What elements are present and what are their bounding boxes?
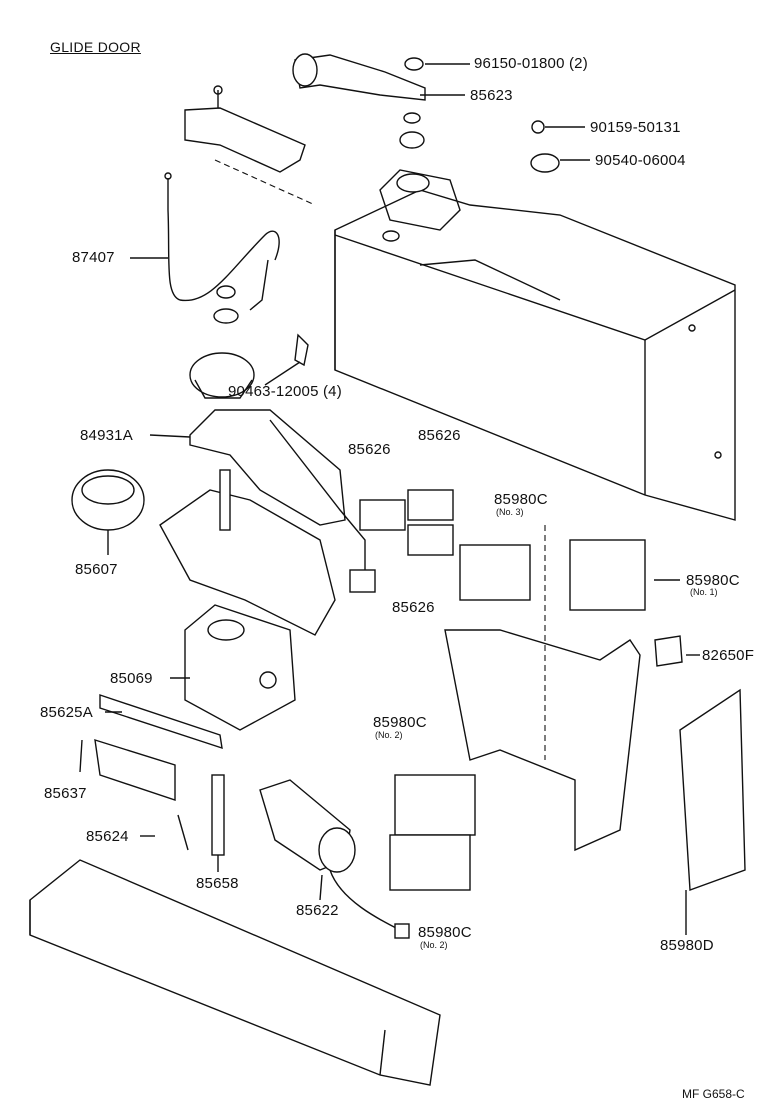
part-label-90159-50131: 90159-50131 <box>590 119 681 136</box>
washer <box>213 308 239 324</box>
part-label-85980C-no3: 85980C <box>494 491 548 508</box>
part-label-85980D: 85980D <box>660 937 714 954</box>
part-label-85980C-no2-a: 85980C <box>373 714 427 731</box>
part-label-85658: 85658 <box>196 875 239 892</box>
bracket-85637 <box>94 739 176 801</box>
part-note-no3: (No. 3) <box>496 507 524 517</box>
relay-85980C-no3 <box>459 544 531 601</box>
relay-blocks-85626 <box>359 489 454 556</box>
gear-85607 <box>71 469 145 531</box>
bottom-cover <box>29 859 441 1086</box>
grommet-90463 <box>294 333 309 367</box>
relay-mounting-bracket <box>444 525 641 852</box>
part-label-84931A: 84931A <box>80 427 133 444</box>
board-85980D <box>679 688 746 891</box>
part-note-no1: (No. 1) <box>690 587 718 597</box>
part-note-no2-b: (No. 2) <box>420 940 448 950</box>
part-note-no2-a: (No. 2) <box>375 730 403 740</box>
arm-85623 <box>292 53 426 101</box>
part-label-85626-a: 85626 <box>348 441 391 458</box>
cable-87407 <box>164 172 280 311</box>
pin-85624 <box>177 814 189 851</box>
part-label-90463-12005: 90463-12005 (4) <box>228 383 342 400</box>
relay-85980C-no1 <box>569 539 646 611</box>
bracket-top <box>184 85 316 206</box>
cam-plate <box>189 352 255 399</box>
part-label-82650F: 82650F <box>702 647 755 664</box>
clip-ring <box>216 285 236 299</box>
small-fasteners <box>399 57 560 173</box>
part-label-85637: 85637 <box>44 785 87 802</box>
part-label-85626-c: 85626 <box>392 599 435 616</box>
part-label-85980C-no2-b: 85980C <box>418 924 472 941</box>
part-label-87407: 87407 <box>72 249 115 266</box>
leader-lines <box>79 63 700 935</box>
case-housing <box>334 169 736 521</box>
part-label-85622: 85622 <box>296 902 339 919</box>
figure-code: MF G658-C <box>682 1087 745 1101</box>
shaft-85625A <box>99 694 223 750</box>
part-label-85623: 85623 <box>470 87 513 104</box>
relay-85980C-no2-b <box>389 834 471 891</box>
rod-85658 <box>211 774 225 856</box>
relay-85980C-no2-a <box>394 774 476 836</box>
switch-82650F <box>654 635 683 667</box>
part-label-85069: 85069 <box>110 670 153 687</box>
part-label-85624: 85624 <box>86 828 129 845</box>
part-label-85626-b: 85626 <box>418 427 461 444</box>
motor-85622 <box>259 779 410 939</box>
diagram-title: GLIDE DOOR <box>50 39 141 55</box>
part-label-85625A: 85625A <box>40 704 93 721</box>
part-label-90540-06004: 90540-06004 <box>595 152 686 169</box>
part-label-85980C-no1: 85980C <box>686 572 740 589</box>
plate-84931A <box>189 409 376 593</box>
mechanism-assembly <box>159 469 336 731</box>
part-label-96150-01800: 96150-01800 (2) <box>474 55 588 72</box>
part-label-85607: 85607 <box>75 561 118 578</box>
